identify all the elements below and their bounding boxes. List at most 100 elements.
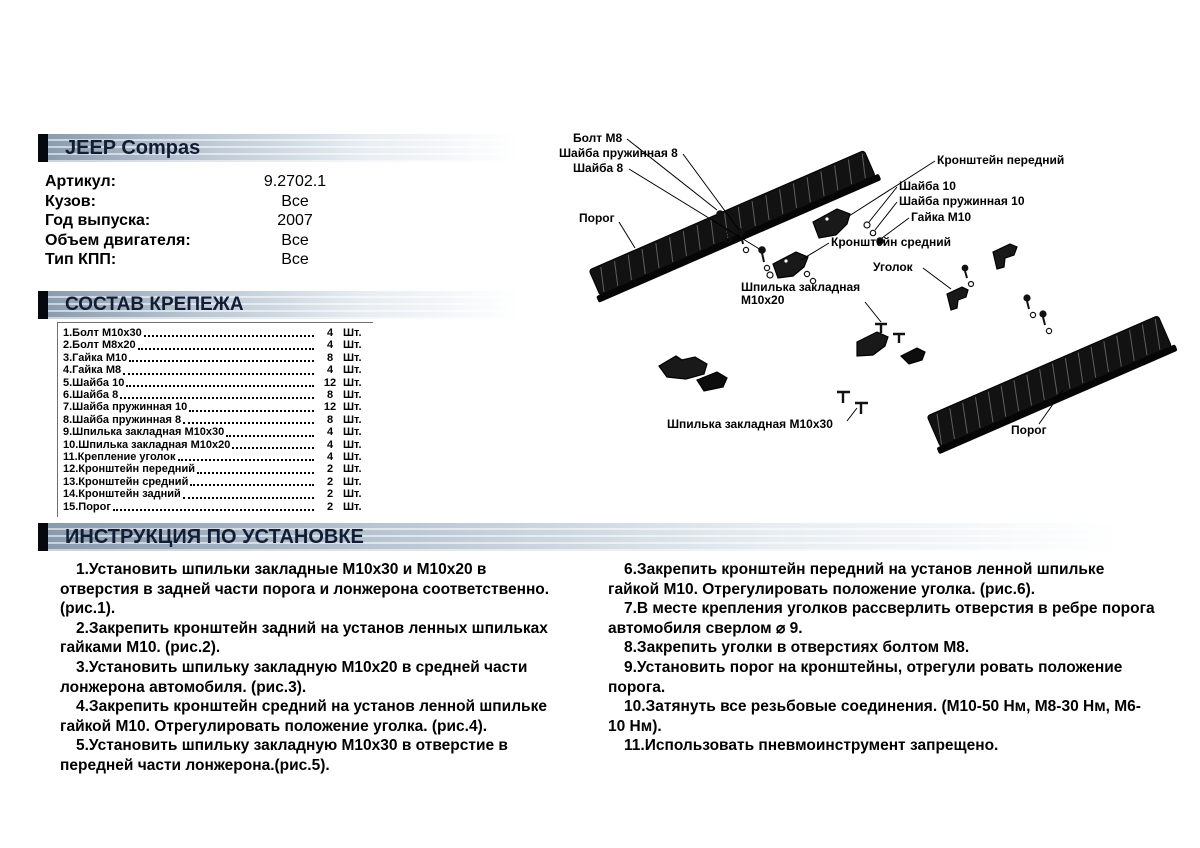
instruction-step: 2.Закрепить кронштейн задний на установ … [60, 619, 548, 657]
spec-row-engine: Объем двигателя: Все [45, 231, 385, 251]
diagram-label-washer-8: Шайба 8 [573, 161, 624, 175]
spec-label: Тип КПП: [45, 251, 117, 268]
leader-dots [182, 496, 314, 499]
part-unit: Шт. [343, 364, 362, 377]
instruction-step: 1.Установить шпильки закладные М10х30 и … [60, 561, 550, 618]
part-unit: Шт. [343, 339, 362, 352]
part-unit: Шт. [343, 438, 362, 451]
leader-dots [189, 409, 314, 412]
hardware-section-bar: СОСТАВ КРЕПЕЖА [38, 291, 540, 319]
bolt-m8-stack [716, 210, 732, 243]
part-unit: Шт. [343, 376, 362, 389]
diagram-label-bolt-m8: Болт М8 [573, 131, 623, 145]
leader-dots [120, 397, 314, 400]
diagram-label-spring-washer-8: Шайба пружинная 8 [559, 146, 678, 160]
leader-dots [232, 447, 314, 450]
leader-dots [190, 484, 314, 487]
instruction-step: 8.Закрепить уголки в отверстиях болтом М… [624, 639, 970, 657]
part-name: 12.Кронштейн передний [63, 463, 195, 476]
hardware-bar-accent [38, 291, 48, 319]
bolt-stack [961, 264, 975, 288]
leader-dots [137, 347, 314, 350]
part-unit: Шт. [343, 401, 362, 414]
step-board-top [589, 150, 881, 303]
part-name: 5.Шайба 10 [63, 376, 125, 389]
part-name: 9.Шпилька закладная М10х30 [63, 426, 225, 439]
stud-m10x20 [875, 322, 905, 343]
leader-dots [112, 509, 314, 512]
vehicle-spec-table: Артикул: 9.2702.1 Кузов: Все Год выпуска… [45, 172, 385, 270]
page-title: JEEP Compas [65, 137, 201, 159]
exploded-diagram: Болт М8 Шайба пружинная 8 Шайба 8 Кроншт… [555, 118, 1195, 468]
part-qty: 2 [326, 500, 334, 513]
bracket-part [899, 347, 926, 365]
part-unit: Шт. [343, 413, 362, 426]
part-name: 7.Шайба пружинная 10 [63, 401, 188, 414]
instruction-step: 4.Закрепить кронштейн средний на установ… [60, 698, 547, 735]
corner-piece [992, 243, 1018, 270]
part-unit: Шт. [343, 451, 362, 464]
part-unit: Шт. [343, 475, 362, 488]
instruction-step: 11.Использовать пневмоинструмент запреще… [624, 737, 999, 755]
part-unit: Шт. [343, 327, 362, 339]
leader-lines [618, 138, 1064, 425]
instruction-step: 9.Установить порог на кронштейны, отрегу… [608, 658, 1123, 696]
spec-value: Все [281, 192, 309, 210]
spec-label: Объем двигателя: [45, 231, 191, 249]
part-unit: Шт. [343, 500, 362, 513]
part-qty: 2 [326, 475, 334, 488]
part-unit: Шт. [343, 488, 362, 501]
rear-bracket [856, 331, 889, 357]
instruction-step: 10.Затянуть все резьбовые соединения. (М… [608, 698, 1141, 735]
hardware-section-title: СОСТАВ КРЕПЕЖА [65, 294, 244, 315]
part-name: 4.Гайка М8 [63, 364, 122, 377]
diagram-label-step-bottom: Порог [1011, 423, 1047, 437]
spec-row-year: Год выпуска: 2007 [45, 211, 385, 231]
instruction-step: 6.Закрепить кронштейн передний на устано… [608, 561, 1105, 598]
part-name: 2.Болт М8х20 [63, 339, 136, 352]
part-qty: 2 [326, 463, 334, 476]
part-unit: Шт. [343, 389, 362, 402]
spec-label: Артикул: [45, 173, 116, 190]
list-item: 12.Кронштейн передний 2 Шт. [63, 463, 373, 475]
leader-dots [123, 372, 314, 375]
diagram-label-washer-10: Шайба 10 [899, 179, 956, 193]
instruction-step: 7.В месте крепления уголков рассверлить … [608, 600, 1155, 637]
part-qty: 4 [326, 364, 334, 377]
leader-dots [126, 385, 314, 388]
list-item: 2.Болт М8х20 4 Шт. [63, 339, 373, 351]
instructions-section-title: ИНСТРУКЦИЯ ПО УСТАНОВКЕ [65, 526, 364, 548]
spec-value: 2007 [277, 212, 313, 229]
diagram-label-stud-m10x20: Шпилька закладная М10х20 [741, 280, 861, 307]
part-unit: Шт. [343, 463, 362, 476]
part-unit: Шт. [343, 351, 362, 364]
leader-dots [196, 471, 314, 474]
instructions-bar-accent [38, 523, 48, 551]
part-qty: 12 [323, 376, 337, 389]
instructions-column-left: 1.Установить шпильки закладные М10х30 и … [60, 560, 552, 776]
spec-value: 9.2702.1 [263, 173, 327, 190]
part-qty: 4 [326, 339, 334, 352]
part-qty: 2 [326, 488, 334, 501]
leader-dots [177, 459, 314, 462]
title-bar-stripes [48, 134, 540, 162]
diagram-label-nut-m10: Гайка М10 [911, 210, 972, 224]
part-name: 3.Гайка М10 [63, 351, 128, 364]
instruction-step: 3.Установить шпильку закладную М10х20 в … [60, 658, 528, 696]
diagram-label-step-top: Порог [579, 211, 615, 225]
diagram-label-middle-bracket: Кронштейн средний [831, 235, 952, 249]
part-qty: 4 [326, 451, 334, 464]
part-name: 8.Шайба пружинная 8 [63, 413, 182, 426]
title-bar-accent [38, 134, 48, 162]
diagram-label-stud-m10x30: Шпилька закладная М10х30 [667, 417, 833, 431]
